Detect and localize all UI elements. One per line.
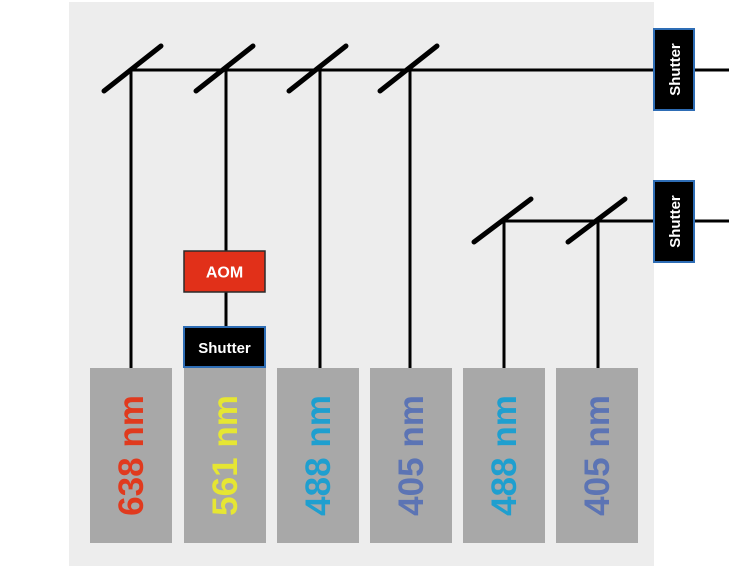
laser-box-405-a [370, 368, 452, 543]
mirror-icon [471, 196, 534, 245]
laser-405-a: 405 nm [370, 368, 452, 543]
laser-wavelength: 488 [485, 457, 524, 515]
laser-box-638 [90, 368, 172, 543]
laser-box-488-a [277, 368, 359, 543]
shutter-lower: Shutter [653, 180, 695, 263]
laser-label-561: 561 nm [206, 395, 245, 516]
laser-unit: nm [206, 395, 245, 457]
laser-unit: nm [485, 395, 524, 457]
laser-unit: nm [392, 395, 431, 457]
laser-wavelength: 638 [112, 457, 151, 515]
lasers: 638 nm 561 nm 488 nm 405 nm 488 nm [90, 368, 638, 543]
mirror-icon [377, 43, 440, 94]
shutter-561-box [183, 326, 266, 368]
laser-label-488-a: 488 nm [299, 395, 338, 516]
aom-box [183, 250, 266, 293]
laser-405-b: 405 nm [556, 368, 638, 543]
shutter-561: Shutter [183, 326, 266, 368]
mirror-icon [193, 43, 256, 94]
laser-label-405-b: 405 nm [578, 395, 617, 516]
laser-unit: nm [578, 395, 617, 457]
shutter-lower-label: Shutter [667, 195, 684, 248]
laser-label-638: 638 nm [112, 395, 151, 516]
laser-box-405-b [556, 368, 638, 543]
laser-561: 561 nm [184, 368, 266, 543]
laser-488-b: 488 nm [463, 368, 545, 543]
laser-488-a: 488 nm [277, 368, 359, 543]
shutter-561-label: Shutter [198, 340, 251, 357]
mirrors [101, 43, 628, 245]
laser-wavelength: 561 [206, 457, 245, 515]
laser-wavelength: 405 [578, 457, 617, 515]
laser-box-488-b [463, 368, 545, 543]
laser-wavelength: 405 [392, 457, 431, 515]
shutter-top-label: Shutter [667, 43, 684, 96]
mirror-icon [286, 43, 349, 94]
mirror-icon [565, 196, 628, 245]
shutter-top: Shutter [653, 28, 695, 111]
laser-unit: nm [112, 395, 151, 457]
laser-box-561 [184, 368, 266, 543]
aom: AOM [183, 250, 266, 293]
shutter-lower-box [653, 180, 695, 263]
laser-label-488-b: 488 nm [485, 395, 524, 516]
laser-label-405-a: 405 nm [392, 395, 431, 516]
laser-unit: nm [299, 395, 338, 457]
laser-638: 638 nm [90, 368, 172, 543]
mirror-icon [101, 43, 164, 94]
beam-paths [129, 68, 729, 368]
laser-wavelength: 488 [299, 457, 338, 515]
shutter-top-box [653, 28, 695, 111]
aom-label: AOM [206, 265, 243, 282]
